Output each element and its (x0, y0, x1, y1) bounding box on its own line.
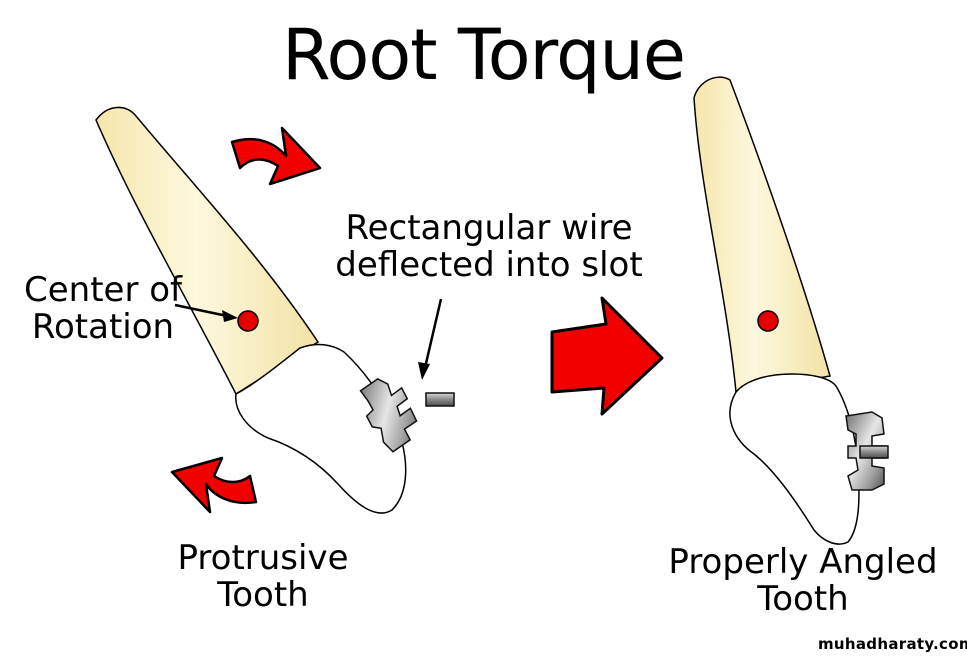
properly-angled-tooth-caption: Properly Angled Tooth (650, 544, 956, 617)
protrusive-tooth-caption-line1: Protrusive (177, 538, 349, 578)
rectangular-wire-label-line1: Rectangular wire (345, 208, 633, 248)
right-center-of-rotation-dot (757, 310, 779, 332)
right-rectangular-wire (859, 445, 889, 459)
center-of-rotation-label: Center of Rotation (24, 272, 182, 345)
center-of-rotation-label-line1: Center of (24, 270, 183, 310)
right-arrow-icon (550, 296, 664, 416)
left-tooth-crown (235, 343, 407, 514)
left-bracket (359, 378, 418, 453)
center-of-rotation-label-line2: Rotation (31, 306, 175, 347)
wire-label-pointer-head (418, 362, 430, 380)
wire-label-pointer (422, 298, 443, 373)
protrusive-tooth-caption: Protrusive Tooth (150, 540, 376, 613)
properly-angled-tooth-caption-line2: Tooth (757, 578, 849, 619)
curved-arrow-icon (170, 456, 258, 514)
left-center-of-rotation-dot (237, 310, 259, 332)
left-tooth-root (95, 106, 320, 396)
right-tooth-crown (729, 373, 860, 545)
center-of-rotation-pointer-head (222, 310, 238, 322)
curved-arrow-icon (230, 126, 322, 186)
rectangular-wire-label-line2: deflected into slot (335, 244, 643, 285)
rectangular-wire-label: Rectangular wire deflected into slot (324, 210, 654, 283)
left-rectangular-wire (425, 392, 455, 407)
lower-rotation-arrow (170, 456, 258, 514)
properly-angled-tooth (693, 76, 860, 545)
right-tooth-root (693, 76, 831, 393)
upper-rotation-arrow (230, 126, 322, 186)
protrusive-tooth (95, 106, 407, 514)
protrusive-tooth-caption-line2: Tooth (217, 574, 309, 615)
diagram-title: Root Torque (282, 14, 686, 96)
transition-arrow (550, 296, 664, 416)
properly-angled-tooth-caption-line1: Properly Angled (668, 542, 938, 582)
site-watermark: muhadharaty.com (818, 635, 967, 653)
center-of-rotation-pointer (174, 303, 233, 319)
